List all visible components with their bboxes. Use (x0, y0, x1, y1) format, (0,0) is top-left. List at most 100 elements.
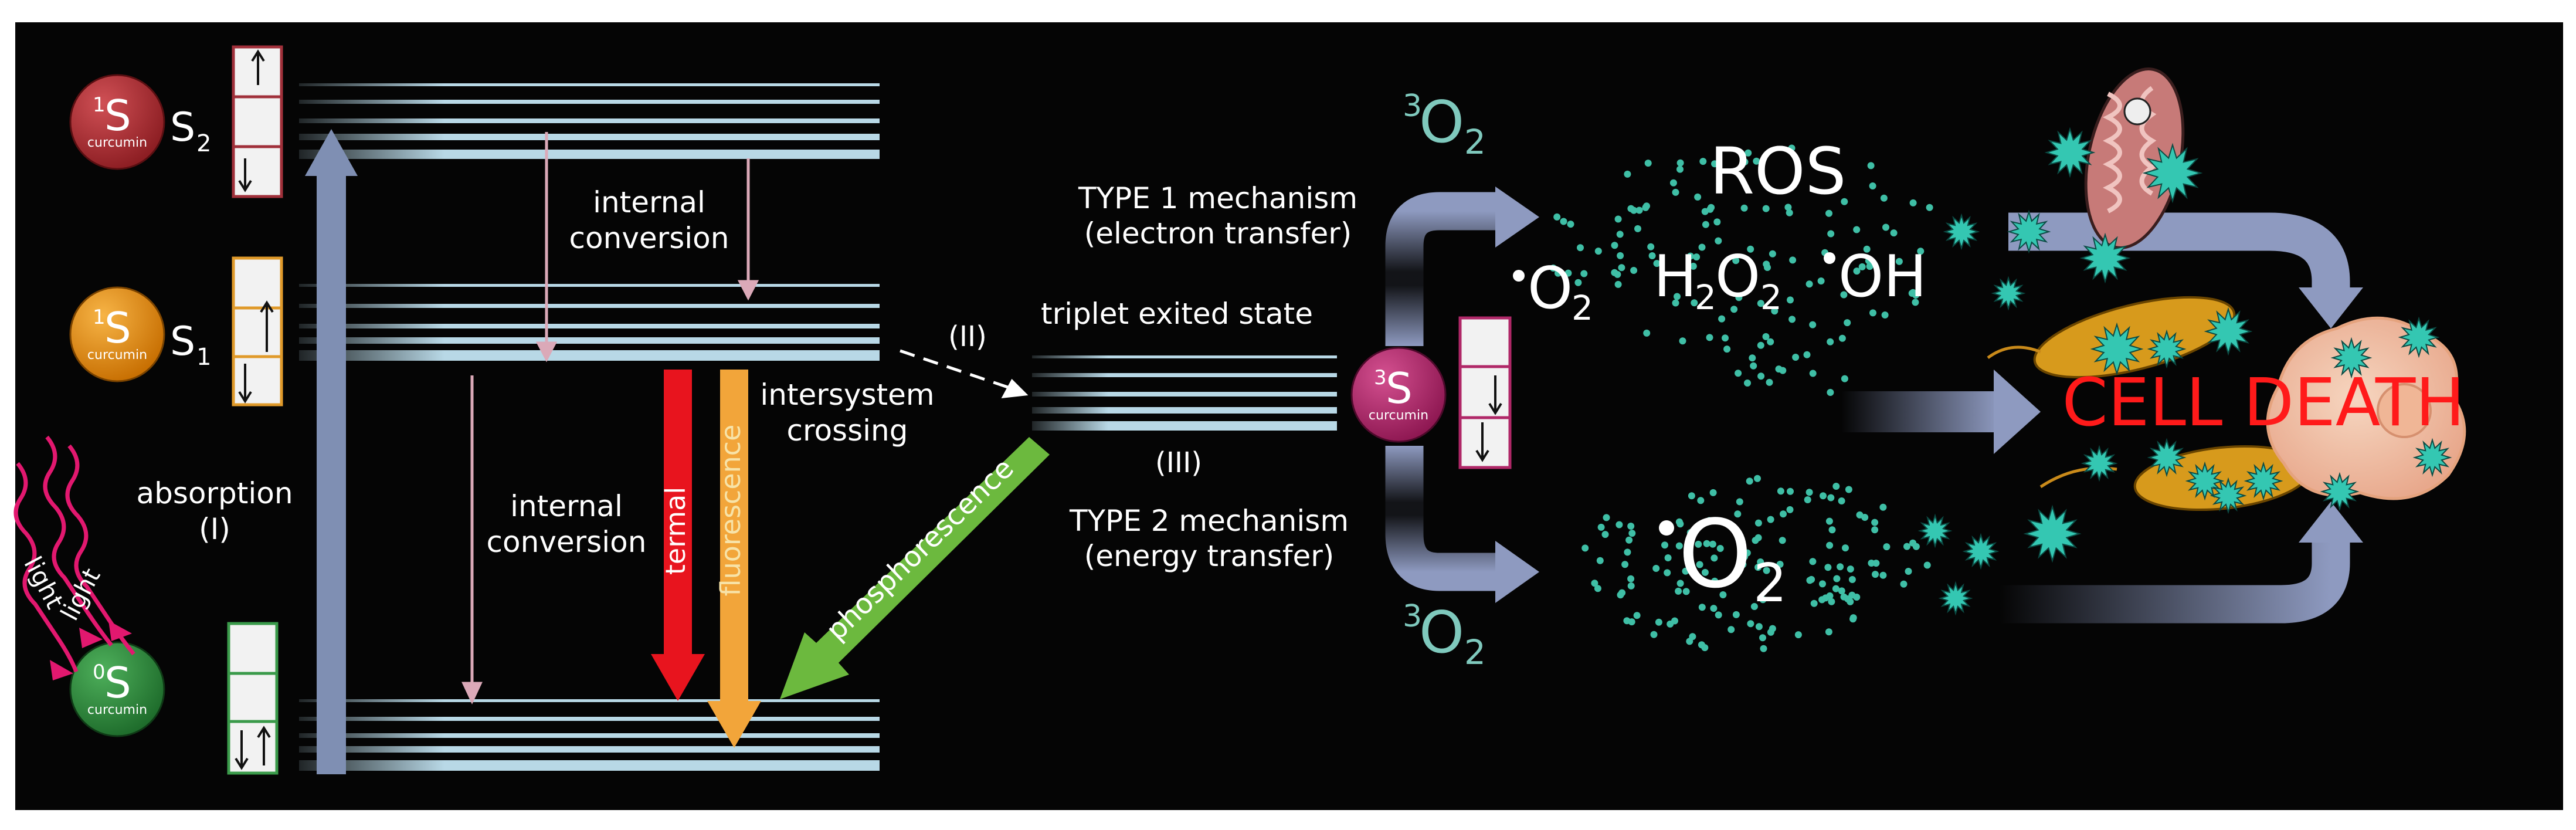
ros-dot (1718, 315, 1726, 323)
ros-dot (1702, 221, 1709, 228)
ros-dot (1746, 477, 1753, 485)
ros-dot (1818, 596, 1826, 604)
s2-state-label: S 2 (170, 104, 211, 157)
ros-dot (1650, 631, 1658, 638)
s2-sub: curcumin (87, 135, 147, 150)
ros-dot (1735, 370, 1742, 377)
ros-dot (1672, 188, 1679, 196)
hydroxyl-label: OH (1824, 243, 1927, 310)
superoxide-label: O 2 (1513, 255, 1593, 328)
ros-dot (1866, 263, 1874, 270)
ros-dot-cloud (1549, 144, 1933, 652)
svg-text:3: 3 (1403, 89, 1422, 124)
ros-dot (1780, 510, 1787, 518)
ros-dot (1769, 250, 1776, 258)
type2-label-2: (energy transfer) (1084, 539, 1335, 573)
step-iii-label: (III) (1155, 446, 1202, 479)
ros-dot (1754, 564, 1762, 571)
ros-starburst (2079, 232, 2131, 284)
svg-text:O: O (1419, 89, 1464, 156)
ros-dot (1698, 243, 1706, 251)
ros-dot (1872, 571, 1879, 578)
ros-dot (1808, 575, 1815, 583)
ros-dot (1634, 225, 1641, 232)
internal-conversion-arrows-top (535, 132, 759, 363)
ros-dot (1682, 588, 1690, 595)
ros-dot (1754, 519, 1762, 527)
ros-dot (1849, 614, 1857, 622)
ros-dot (1564, 269, 1572, 277)
ros-dot (1614, 280, 1622, 288)
ros-dot (1750, 603, 1758, 610)
ros-starburst (2412, 438, 2452, 477)
triplet-energy-levels (1032, 355, 1337, 431)
ros-dot (1819, 580, 1826, 588)
ros-dot (1710, 605, 1718, 612)
ros-dot (1642, 204, 1650, 211)
ros-dot (1669, 179, 1677, 187)
ros-dot (1741, 158, 1749, 165)
ros-dot (1794, 631, 1802, 639)
ros-dot (1750, 362, 1757, 370)
ros-dot (1688, 492, 1695, 500)
svg-text:S: S (170, 104, 195, 151)
ros-dot (1652, 565, 1660, 572)
ros-dot (1723, 345, 1731, 353)
ros-dot (1701, 568, 1709, 576)
ros-dot (1635, 206, 1643, 214)
s0-letter: S (104, 658, 131, 707)
ros-dot (1788, 316, 1796, 323)
ros-dot (1838, 334, 1846, 342)
lower-right-flow-arrow (2000, 502, 2363, 624)
ros-starburst (2090, 322, 2144, 376)
ros-dot (1697, 497, 1705, 504)
ros-dot (1676, 580, 1684, 587)
ros-dot (1633, 612, 1641, 619)
svg-text:2: 2 (1464, 122, 1486, 162)
ros-dot (1689, 262, 1697, 270)
ros-dot (1853, 267, 1861, 275)
ros-dot (1695, 540, 1702, 548)
ros-dot (1779, 537, 1786, 544)
ros-dot (1711, 577, 1719, 585)
absorption-label-2: (I) (199, 512, 230, 546)
svg-text:O: O (1528, 255, 1573, 322)
ros-dot (1762, 333, 1770, 340)
ros-dot (1827, 494, 1835, 502)
ros-dot (1883, 543, 1891, 551)
s1-energy-levels (299, 284, 880, 361)
ros-dot (1682, 567, 1689, 575)
ros-dot (1745, 149, 1752, 157)
step-ii-label: (II) (948, 320, 987, 353)
ros-dot (1701, 208, 1709, 215)
ros-dot (1871, 519, 1879, 526)
ros-dot (1787, 296, 1794, 304)
singlet-oxygen-label: O 2 (1659, 499, 1787, 614)
internal-conversion-top-label-2: conversion (569, 221, 729, 255)
ros-dot (1868, 560, 1875, 567)
ros-dot (1555, 269, 1562, 277)
ros-dot (1841, 198, 1848, 205)
ros-dot (1858, 263, 1866, 270)
ros-dot (1706, 334, 1713, 341)
dying-cell-illustration (2266, 316, 2466, 500)
ros-starburst (1962, 533, 2000, 570)
svg-text:2: 2 (1753, 553, 1787, 614)
ros-dot (1838, 497, 1845, 504)
ros-dot (1817, 277, 1825, 284)
ros-dot (1628, 618, 1635, 626)
internal-conversion-top-label-1: internal (593, 185, 705, 219)
ros-dot (1594, 248, 1602, 255)
ros-dot (1664, 569, 1671, 577)
s2-sup: 1 (93, 93, 106, 117)
s0-spin-box (227, 622, 279, 775)
ros-dot (1675, 587, 1682, 595)
ros-starburst (2142, 143, 2203, 204)
ros-dot (1825, 517, 1833, 525)
ros-dot (1842, 544, 1849, 552)
ros-dot (1917, 248, 1925, 255)
ros-dot (1686, 638, 1693, 645)
internal-conversion-arrow-mid (461, 375, 483, 704)
ros-dot (1643, 329, 1651, 337)
